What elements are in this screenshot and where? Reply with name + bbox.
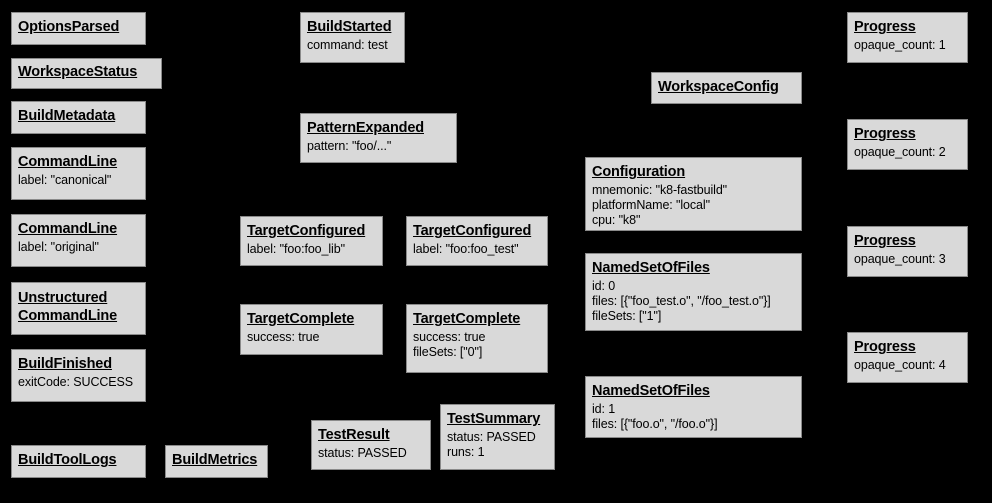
node-field: id: 1: [592, 401, 616, 416]
node-field: status: PASSED: [318, 445, 407, 460]
node-field: files: [{"foo.o", "/foo.o"}]: [592, 416, 718, 431]
node-pattern-expanded[interactable]: PatternExpanded pattern: "foo/...": [300, 113, 457, 163]
node-unstructured-command-line[interactable]: Unstructured CommandLine: [11, 282, 146, 335]
node-title: TargetComplete: [413, 311, 521, 327]
node-fields: label: "foo:foo_lib": [247, 242, 376, 257]
node-field: runs: 1: [447, 444, 485, 459]
node-field: label: "canonical": [18, 172, 112, 187]
node-options-parsed[interactable]: OptionsParsed: [11, 12, 146, 45]
node-build-finished[interactable]: BuildFinished exitCode: SUCCESS: [11, 349, 146, 402]
node-title: BuildToolLogs: [18, 452, 117, 469]
node-title: Progress: [854, 19, 916, 35]
node-title: WorkspaceStatus: [18, 64, 138, 81]
node-field: fileSets: ["0"]: [413, 344, 483, 359]
node-field: files: [{"foo_test.o", "/foo_test.o"}]: [592, 293, 771, 308]
node-title: TestSummary: [447, 411, 541, 427]
node-build-metrics[interactable]: BuildMetrics: [165, 445, 268, 478]
node-title: PatternExpanded: [307, 120, 424, 136]
node-progress-4[interactable]: Progress opaque_count: 4: [847, 332, 968, 383]
node-fields: exitCode: SUCCESS: [18, 375, 139, 390]
node-field: success: true: [247, 329, 320, 344]
node-field: cpu: "k8": [592, 213, 641, 228]
node-field: opaque_count: 2: [854, 144, 946, 159]
node-field: label: "foo:foo_lib": [247, 241, 345, 256]
node-title: BuildStarted: [307, 19, 392, 35]
node-field: mnemonic: "k8-fastbuild": [592, 182, 728, 197]
node-field: fileSets: ["1"]: [592, 309, 662, 324]
node-command-line-canonical[interactable]: CommandLine label: "canonical": [11, 147, 146, 200]
node-build-started[interactable]: BuildStarted command: test: [300, 12, 405, 63]
node-title: TargetConfigured: [413, 223, 532, 239]
node-fields: opaque_count: 2: [854, 145, 961, 160]
node-title: CommandLine: [18, 154, 118, 170]
node-title: NamedSetOfFiles: [592, 260, 710, 276]
node-progress-1[interactable]: Progress opaque_count: 1: [847, 12, 968, 63]
node-title: BuildMetrics: [172, 452, 258, 469]
node-title: CommandLine: [18, 221, 118, 237]
node-title: Progress: [854, 339, 916, 355]
node-title: Progress: [854, 233, 916, 249]
node-fields: command: test: [307, 38, 398, 53]
node-title: TargetConfigured: [247, 223, 366, 239]
node-progress-2[interactable]: Progress opaque_count: 2: [847, 119, 968, 170]
node-title: WorkspaceConfig: [658, 78, 779, 95]
node-field: command: test: [307, 37, 388, 52]
node-title: BuildFinished: [18, 356, 112, 372]
node-field: status: PASSED: [447, 429, 536, 444]
node-title: Progress: [854, 126, 916, 142]
node-fields: label: "foo:foo_test": [413, 242, 541, 257]
node-title: TargetComplete: [247, 311, 355, 327]
node-title: BuildMetadata: [18, 108, 116, 125]
node-field: platformName: "local": [592, 197, 710, 212]
node-fields: pattern: "foo/...": [307, 139, 450, 154]
node-fields: mnemonic: "k8-fastbuild"platformName: "l…: [592, 183, 795, 229]
node-target-configured-foo-lib[interactable]: TargetConfigured label: "foo:foo_lib": [240, 216, 383, 266]
node-fields: success: true: [247, 330, 376, 345]
node-configuration[interactable]: Configuration mnemonic: "k8-fastbuild"pla…: [585, 157, 802, 231]
node-field: id: 0: [592, 278, 616, 293]
node-field: success: true: [413, 329, 486, 344]
node-title: OptionsParsed: [18, 19, 120, 36]
node-target-complete-lib[interactable]: TargetComplete success: true: [240, 304, 383, 355]
node-fields: label: "original": [18, 240, 139, 255]
node-fields: label: "canonical": [18, 173, 139, 188]
node-progress-3[interactable]: Progress opaque_count: 3: [847, 226, 968, 277]
node-field: exitCode: SUCCESS: [18, 374, 134, 389]
node-fields: opaque_count: 1: [854, 38, 961, 53]
node-workspace-status[interactable]: WorkspaceStatus: [11, 58, 162, 89]
node-fields: opaque_count: 4: [854, 358, 961, 373]
node-field: opaque_count: 4: [854, 357, 946, 372]
node-field: label: "original": [18, 239, 99, 254]
node-command-line-original[interactable]: CommandLine label: "original": [11, 214, 146, 267]
node-title: Configuration: [592, 164, 686, 180]
node-fields: status: PASSED: [318, 446, 424, 461]
node-workspace-config[interactable]: WorkspaceConfig: [651, 72, 802, 104]
node-test-result[interactable]: TestResult status: PASSED: [311, 420, 431, 470]
node-title: Unstructured CommandLine: [18, 290, 118, 324]
node-field: label: "foo:foo_test": [413, 241, 519, 256]
node-field: opaque_count: 1: [854, 37, 946, 52]
node-title: NamedSetOfFiles: [592, 383, 710, 399]
node-field: pattern: "foo/...": [307, 138, 392, 153]
node-target-configured-foo-test[interactable]: TargetConfigured label: "foo:foo_test": [406, 216, 548, 266]
node-build-tool-logs[interactable]: BuildToolLogs: [11, 445, 146, 478]
node-title: TestResult: [318, 427, 390, 443]
node-fields: opaque_count: 3: [854, 252, 961, 267]
node-field: opaque_count: 3: [854, 251, 946, 266]
node-build-metadata[interactable]: BuildMetadata: [11, 101, 146, 134]
